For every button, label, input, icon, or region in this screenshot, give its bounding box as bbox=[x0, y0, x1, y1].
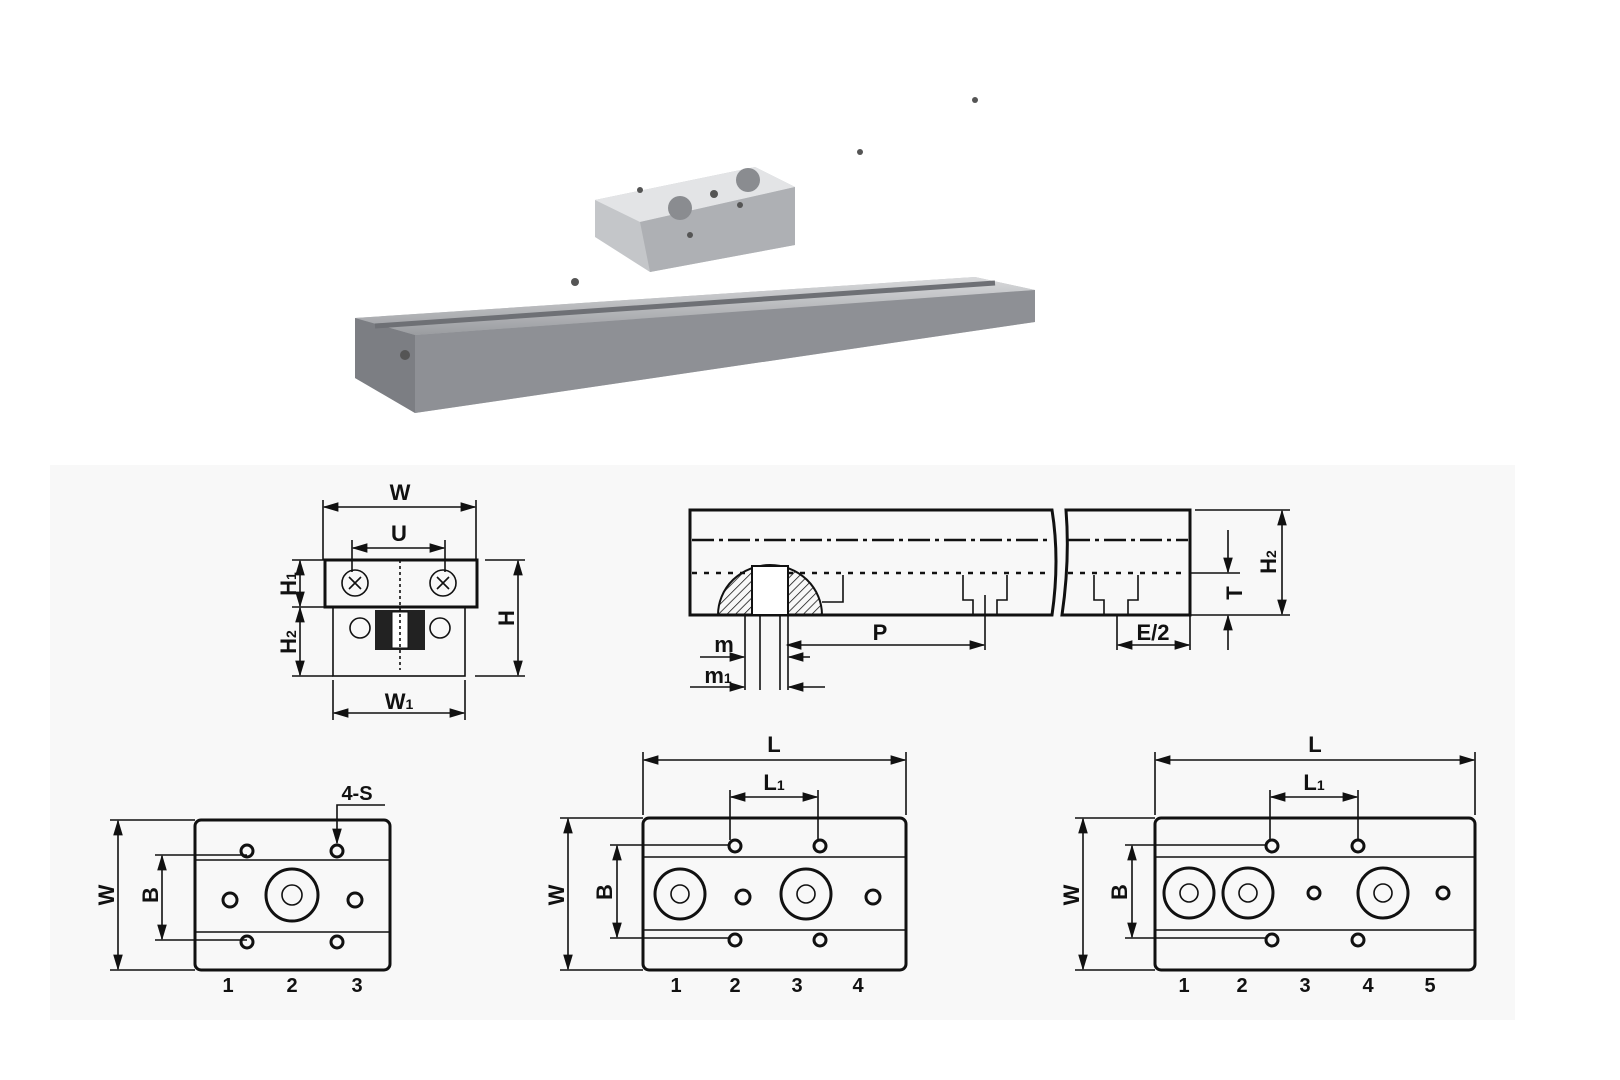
label-L: L bbox=[1308, 732, 1321, 757]
label-H: H bbox=[494, 610, 519, 626]
top-view-medium: L L1 W B 1 2 3 4 bbox=[544, 732, 908, 997]
label-4-S: 4-S bbox=[341, 783, 372, 805]
label-B: B bbox=[1107, 884, 1132, 900]
label-H2: H2 bbox=[276, 630, 301, 654]
position-label: 4 bbox=[852, 975, 864, 997]
label-H2-side: H2 bbox=[1256, 550, 1281, 574]
label-T: T bbox=[1222, 586, 1247, 600]
label-L: L bbox=[767, 732, 780, 757]
position-label: 1 bbox=[222, 975, 233, 997]
label-B: B bbox=[592, 884, 617, 900]
label-m: m bbox=[714, 632, 734, 657]
label-U: U bbox=[391, 521, 407, 546]
position-label: 2 bbox=[1236, 975, 1247, 997]
position-label: 3 bbox=[791, 975, 802, 997]
label-B: B bbox=[138, 887, 163, 903]
label-m1: m1 bbox=[704, 663, 732, 688]
side-view: P m m1 E/2 T H2 bbox=[688, 508, 1290, 692]
top-view-long: L L1 W B 1 2 3 4 5 bbox=[1059, 732, 1477, 997]
position-label: 2 bbox=[729, 975, 740, 997]
label-E2: E/2 bbox=[1136, 620, 1169, 645]
label-W: W bbox=[1059, 884, 1084, 905]
label-W: W bbox=[544, 884, 569, 905]
label-L1: L1 bbox=[1303, 770, 1324, 795]
label-W1: W1 bbox=[385, 689, 414, 714]
front-view: W U H1 H2 H W1 bbox=[276, 480, 525, 720]
label-W: W bbox=[390, 480, 411, 505]
label-W: W bbox=[94, 884, 119, 905]
position-label: 5 bbox=[1424, 975, 1435, 997]
drawing-panel bbox=[50, 465, 1515, 1020]
position-label: 1 bbox=[1178, 975, 1189, 997]
position-label: 4 bbox=[1362, 975, 1374, 997]
position-label: 3 bbox=[1299, 975, 1310, 997]
label-H1: H1 bbox=[276, 572, 301, 596]
label-P: P bbox=[873, 620, 888, 645]
position-label: 1 bbox=[670, 975, 681, 997]
top-view-short: W B 4-S 1 2 3 bbox=[94, 783, 392, 997]
position-label: 2 bbox=[286, 975, 297, 997]
position-label: 3 bbox=[351, 975, 362, 997]
label-L1: L1 bbox=[763, 770, 784, 795]
product-photo bbox=[355, 97, 1035, 413]
